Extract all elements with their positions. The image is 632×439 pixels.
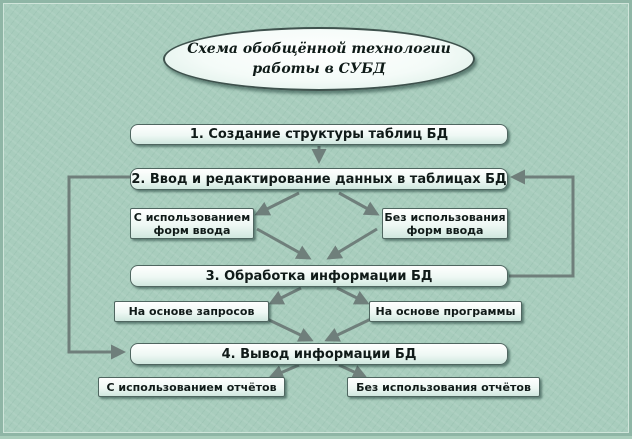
option-without-forms-line2: форм ввода <box>406 223 484 237</box>
arrow-queries-to-step4 <box>264 316 314 342</box>
option-with-forms-line2: форм ввода <box>153 223 231 237</box>
diagram-title-line2: работы в СУБД <box>252 61 386 77</box>
connector-layer <box>67 146 575 380</box>
arrow-noforms-to-step3 <box>326 227 378 260</box>
step3-processing: 3. Обработка информации БД <box>130 265 508 287</box>
step2-input-edit: 2. Ввод и редактирование данных в таблиц… <box>130 168 508 190</box>
arrow-step4-to-noreports <box>338 363 368 379</box>
diagram-title: Схема обобщённой технологии работы в СУБ… <box>163 27 475 91</box>
arrow-step2-to-noforms <box>338 191 380 216</box>
arrow-step3-loop-to-step2 <box>509 169 575 278</box>
arrow-step2-to-forms <box>254 191 300 216</box>
option-without-forms-line1: Без использования <box>384 210 506 224</box>
option-without-reports: Без использования отчётов <box>347 377 540 397</box>
arrow-forms-to-step3 <box>256 227 312 260</box>
option-with-forms-line1: С использованием <box>133 210 251 224</box>
arrow-step3-to-program <box>336 286 370 305</box>
arrow-step3-to-queries <box>268 286 302 305</box>
step4-output: 4. Вывод информации БД <box>130 343 508 365</box>
option-with-reports: С использованием отчётов <box>98 377 285 397</box>
option-program: На основе программы <box>369 301 522 322</box>
arrow-step4-to-reports <box>268 363 300 380</box>
arrow-program-to-step4 <box>324 316 374 342</box>
arrow-step2-bypass-to-step4 <box>67 175 130 360</box>
option-without-forms: Без использования форм ввода <box>382 208 508 239</box>
option-queries: На основе запросов <box>114 301 269 322</box>
option-with-forms: С использованием форм ввода <box>130 208 254 239</box>
diagram-title-line1: Схема обобщённой технологии <box>187 41 451 57</box>
step1-create-structure: 1. Создание структуры таблиц БД <box>130 124 508 145</box>
